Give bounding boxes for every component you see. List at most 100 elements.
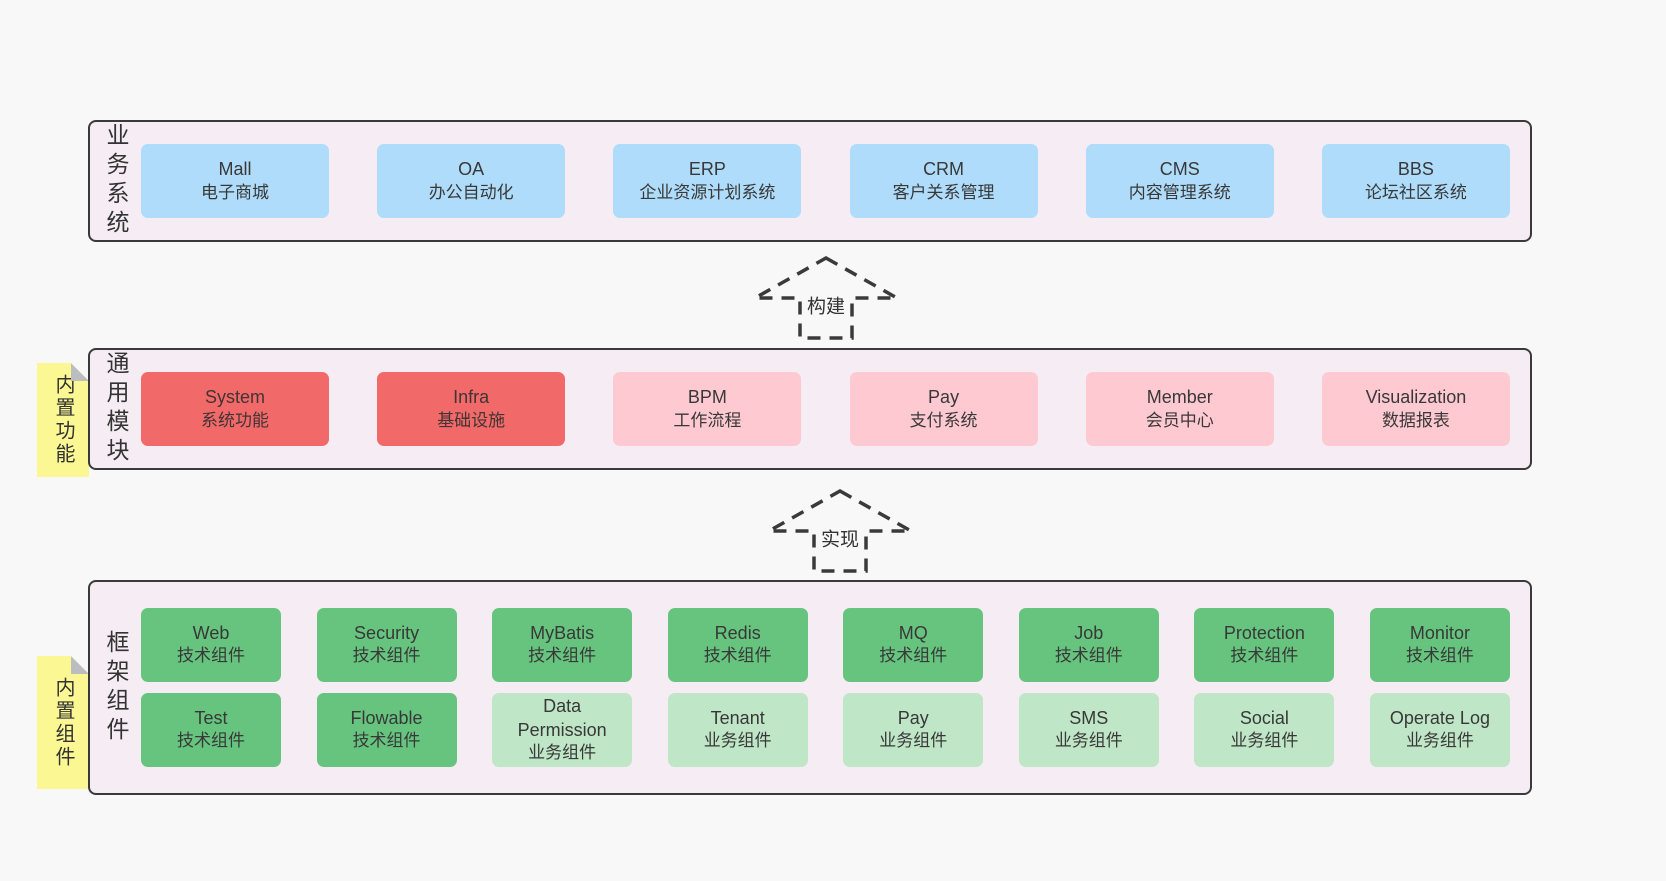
box-web: Web 技术组件 <box>141 607 281 682</box>
box-subtitle: 客户关系管理 <box>892 182 995 202</box>
box-title: Mall <box>218 159 252 180</box>
box-title: Visualization <box>1365 387 1467 408</box>
box-operate-log: Operate Log 业务组件 <box>1369 692 1510 767</box>
box-job: Job 技术组件 <box>1018 607 1159 682</box>
box-subtitle: 系统功能 <box>201 410 269 430</box>
box-subtitle: 技术组件 <box>703 646 772 666</box>
sticky-note-label: 内置功能 <box>52 374 74 466</box>
arrow-implement-label: 实现 <box>815 522 865 554</box>
box-title: Test <box>194 707 228 728</box>
box-title: SMS <box>1069 707 1109 728</box>
box-title: Social <box>1239 707 1289 728</box>
box-subtitle: 工作流程 <box>673 410 742 430</box>
arrow-implement: 实现 <box>765 487 915 575</box>
box-subtitle: 业务组件 <box>703 731 772 751</box>
box-title: Protection <box>1223 622 1305 643</box>
box-subtitle: 数据报表 <box>1381 410 1450 430</box>
box-title: Tenant <box>710 707 765 728</box>
box-subtitle: 支付系统 <box>909 410 978 430</box>
box-title: BBS <box>1397 159 1434 180</box>
box-sms: SMS 业务组件 <box>1018 692 1159 767</box>
box-title: Web <box>192 622 230 643</box>
box-bbs: BBS 论坛社区系统 <box>1321 144 1510 218</box>
layer-panel-business-systems: 业务系统 Mall 电子商城 OA 办公自动化 ERP 企业资源计划系统 CRM… <box>88 120 1532 242</box>
box-erp: ERP 企业资源计划系统 <box>613 144 802 218</box>
arrow-build: 构建 <box>751 254 901 342</box>
box-subtitle: 内容管理系统 <box>1128 182 1231 202</box>
layer-label-common-modules: 通用模块 <box>103 351 129 467</box>
sticky-note-label: 内置组件 <box>52 676 74 769</box>
box-flowable: Flowable 技术组件 <box>316 692 457 767</box>
arrow-build-label: 构建 <box>801 289 851 321</box>
box-subtitle: 业务组件 <box>1405 731 1474 751</box>
box-title: Redis <box>714 622 761 643</box>
box-subtitle: 技术组件 <box>528 646 597 666</box>
layer-label-framework-components: 框架组件 <box>103 629 129 746</box>
arrow-up-icon <box>751 255 901 340</box>
box-subtitle: 技术组件 <box>177 646 245 666</box>
components-rows: Web 技术组件 Security 技术组件 MyBatis 技术组件 Redi… <box>141 582 1510 793</box>
box-member: Member 会员中心 <box>1085 372 1274 446</box>
sticky-note-builtin-features: 内置功能 <box>37 363 89 477</box>
box-tenant: Tenant 业务组件 <box>667 692 808 767</box>
box-oa: OA 办公自动化 <box>377 144 566 218</box>
sticky-note-builtin-components: 内置组件 <box>37 656 89 789</box>
box-subtitle: 技术组件 <box>1054 646 1123 666</box>
box-bpm: BPM 工作流程 <box>613 372 802 446</box>
layer-panel-framework-components: 框架组件 Web 技术组件 Security 技术组件 MyBatis 技术组件… <box>88 580 1532 795</box>
box-subtitle: 业务组件 <box>1230 731 1299 751</box>
box-subtitle: 技术组件 <box>352 731 421 751</box>
box-title: Flowable <box>350 707 423 728</box>
box-visualization: Visualization 数据报表 <box>1321 372 1510 446</box>
components-box-row-1: Web 技术组件 Security 技术组件 MyBatis 技术组件 Redi… <box>141 602 1510 687</box>
box-title: Pay <box>928 387 960 408</box>
box-monitor: Monitor 技术组件 <box>1369 607 1510 682</box>
box-data-permission: Data Permission 业务组件 <box>492 692 633 767</box>
box-subtitle: 技术组件 <box>177 731 245 751</box>
box-subtitle: 电子商城 <box>201 182 269 202</box>
box-redis: Redis 技术组件 <box>667 607 808 682</box>
box-subtitle: 论坛社区系统 <box>1364 182 1467 202</box>
components-box-row-2: Test 技术组件 Flowable 技术组件 Data Permission … <box>141 687 1510 772</box>
box-subtitle: 业务组件 <box>1054 731 1123 751</box>
box-title: Security <box>354 622 420 643</box>
box-title: Data Permission <box>517 695 607 741</box>
business-box-row: Mall 电子商城 OA 办公自动化 ERP 企业资源计划系统 CRM 客户关系… <box>141 144 1510 218</box>
box-subtitle: 技术组件 <box>1405 646 1474 666</box>
box-infra: Infra 基础设施 <box>377 372 566 446</box>
box-subtitle: 技术组件 <box>1230 646 1299 666</box>
box-title: MQ <box>898 622 928 643</box>
box-mq: MQ 技术组件 <box>843 607 984 682</box>
box-security: Security 技术组件 <box>316 607 457 682</box>
box-title: CMS <box>1159 159 1200 180</box>
box-cms: CMS 内容管理系统 <box>1085 144 1274 218</box>
box-title: Monitor <box>1409 622 1470 643</box>
box-mybatis: MyBatis 技术组件 <box>492 607 633 682</box>
arrow-up-icon <box>765 488 915 573</box>
box-mall: Mall 电子商城 <box>141 144 329 218</box>
box-title: Member <box>1146 387 1213 408</box>
box-subtitle: 业务组件 <box>528 743 597 763</box>
box-subtitle: 业务组件 <box>879 731 948 751</box>
box-social: Social 业务组件 <box>1194 692 1335 767</box>
box-title: Job <box>1074 622 1104 643</box>
box-title: Pay <box>897 707 929 728</box>
box-crm: CRM 客户关系管理 <box>849 144 1038 218</box>
box-title: System <box>204 387 265 408</box>
box-subtitle: 企业资源计划系统 <box>639 182 776 202</box>
box-system: System 系统功能 <box>141 372 329 446</box>
layer-label-business-systems: 业务系统 <box>103 123 129 239</box>
modules-box-row: System 系统功能 Infra 基础设施 BPM 工作流程 Pay 支付系统… <box>141 372 1510 446</box>
box-title: Infra <box>453 387 490 408</box>
box-title: ERP <box>688 159 726 180</box>
layer-panel-common-modules: 通用模块 System 系统功能 Infra 基础设施 BPM 工作流程 Pay… <box>88 348 1532 470</box>
box-subtitle: 技术组件 <box>879 646 948 666</box>
box-subtitle: 会员中心 <box>1145 410 1214 430</box>
box-title: Operate Log <box>1389 707 1490 728</box>
box-subtitle: 技术组件 <box>352 646 421 666</box>
box-title: OA <box>458 159 485 180</box>
box-protection: Protection 技术组件 <box>1194 607 1335 682</box>
box-title: BPM <box>687 387 727 408</box>
box-test: Test 技术组件 <box>141 692 281 767</box>
box-title: MyBatis <box>530 622 595 643</box>
